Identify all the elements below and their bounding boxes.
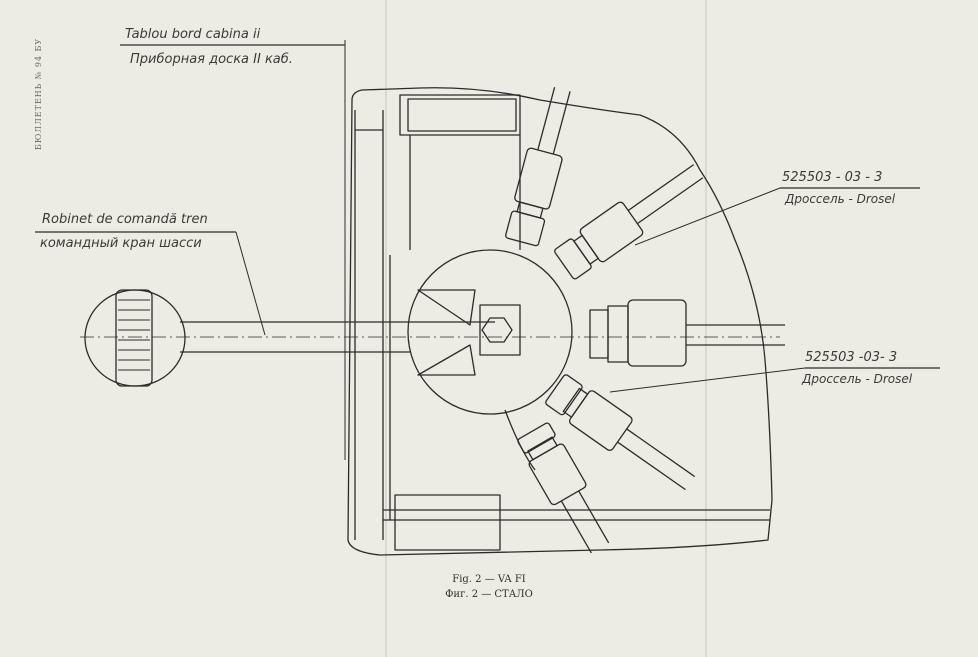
fold-line (385, 0, 387, 657)
panel-label-ro: Tablou bord cabina ii (125, 27, 261, 42)
valve-label-ru: командный кран шасси (40, 236, 202, 251)
part2-name: Дроссель - Drosel (802, 372, 913, 386)
bulletin-label: БЮЛЛЕТЕНЬ № 94 БУ (34, 37, 43, 150)
part1-number: 525503 - 03 - 3 (782, 170, 883, 185)
panel-label-ru: Приборная доска II каб. (130, 52, 293, 67)
fold-line (705, 0, 707, 657)
figure-caption-line1: Fig. 2 — VA FI (452, 574, 526, 585)
part2-number: 525503 -03- 3 (805, 350, 898, 365)
valve-label-ro: Robinet de comandă tren (42, 212, 208, 227)
figure-caption-line2: Фиг. 2 — СТАЛО (445, 589, 533, 600)
part1-name: Дроссель - Drosel (785, 192, 896, 206)
